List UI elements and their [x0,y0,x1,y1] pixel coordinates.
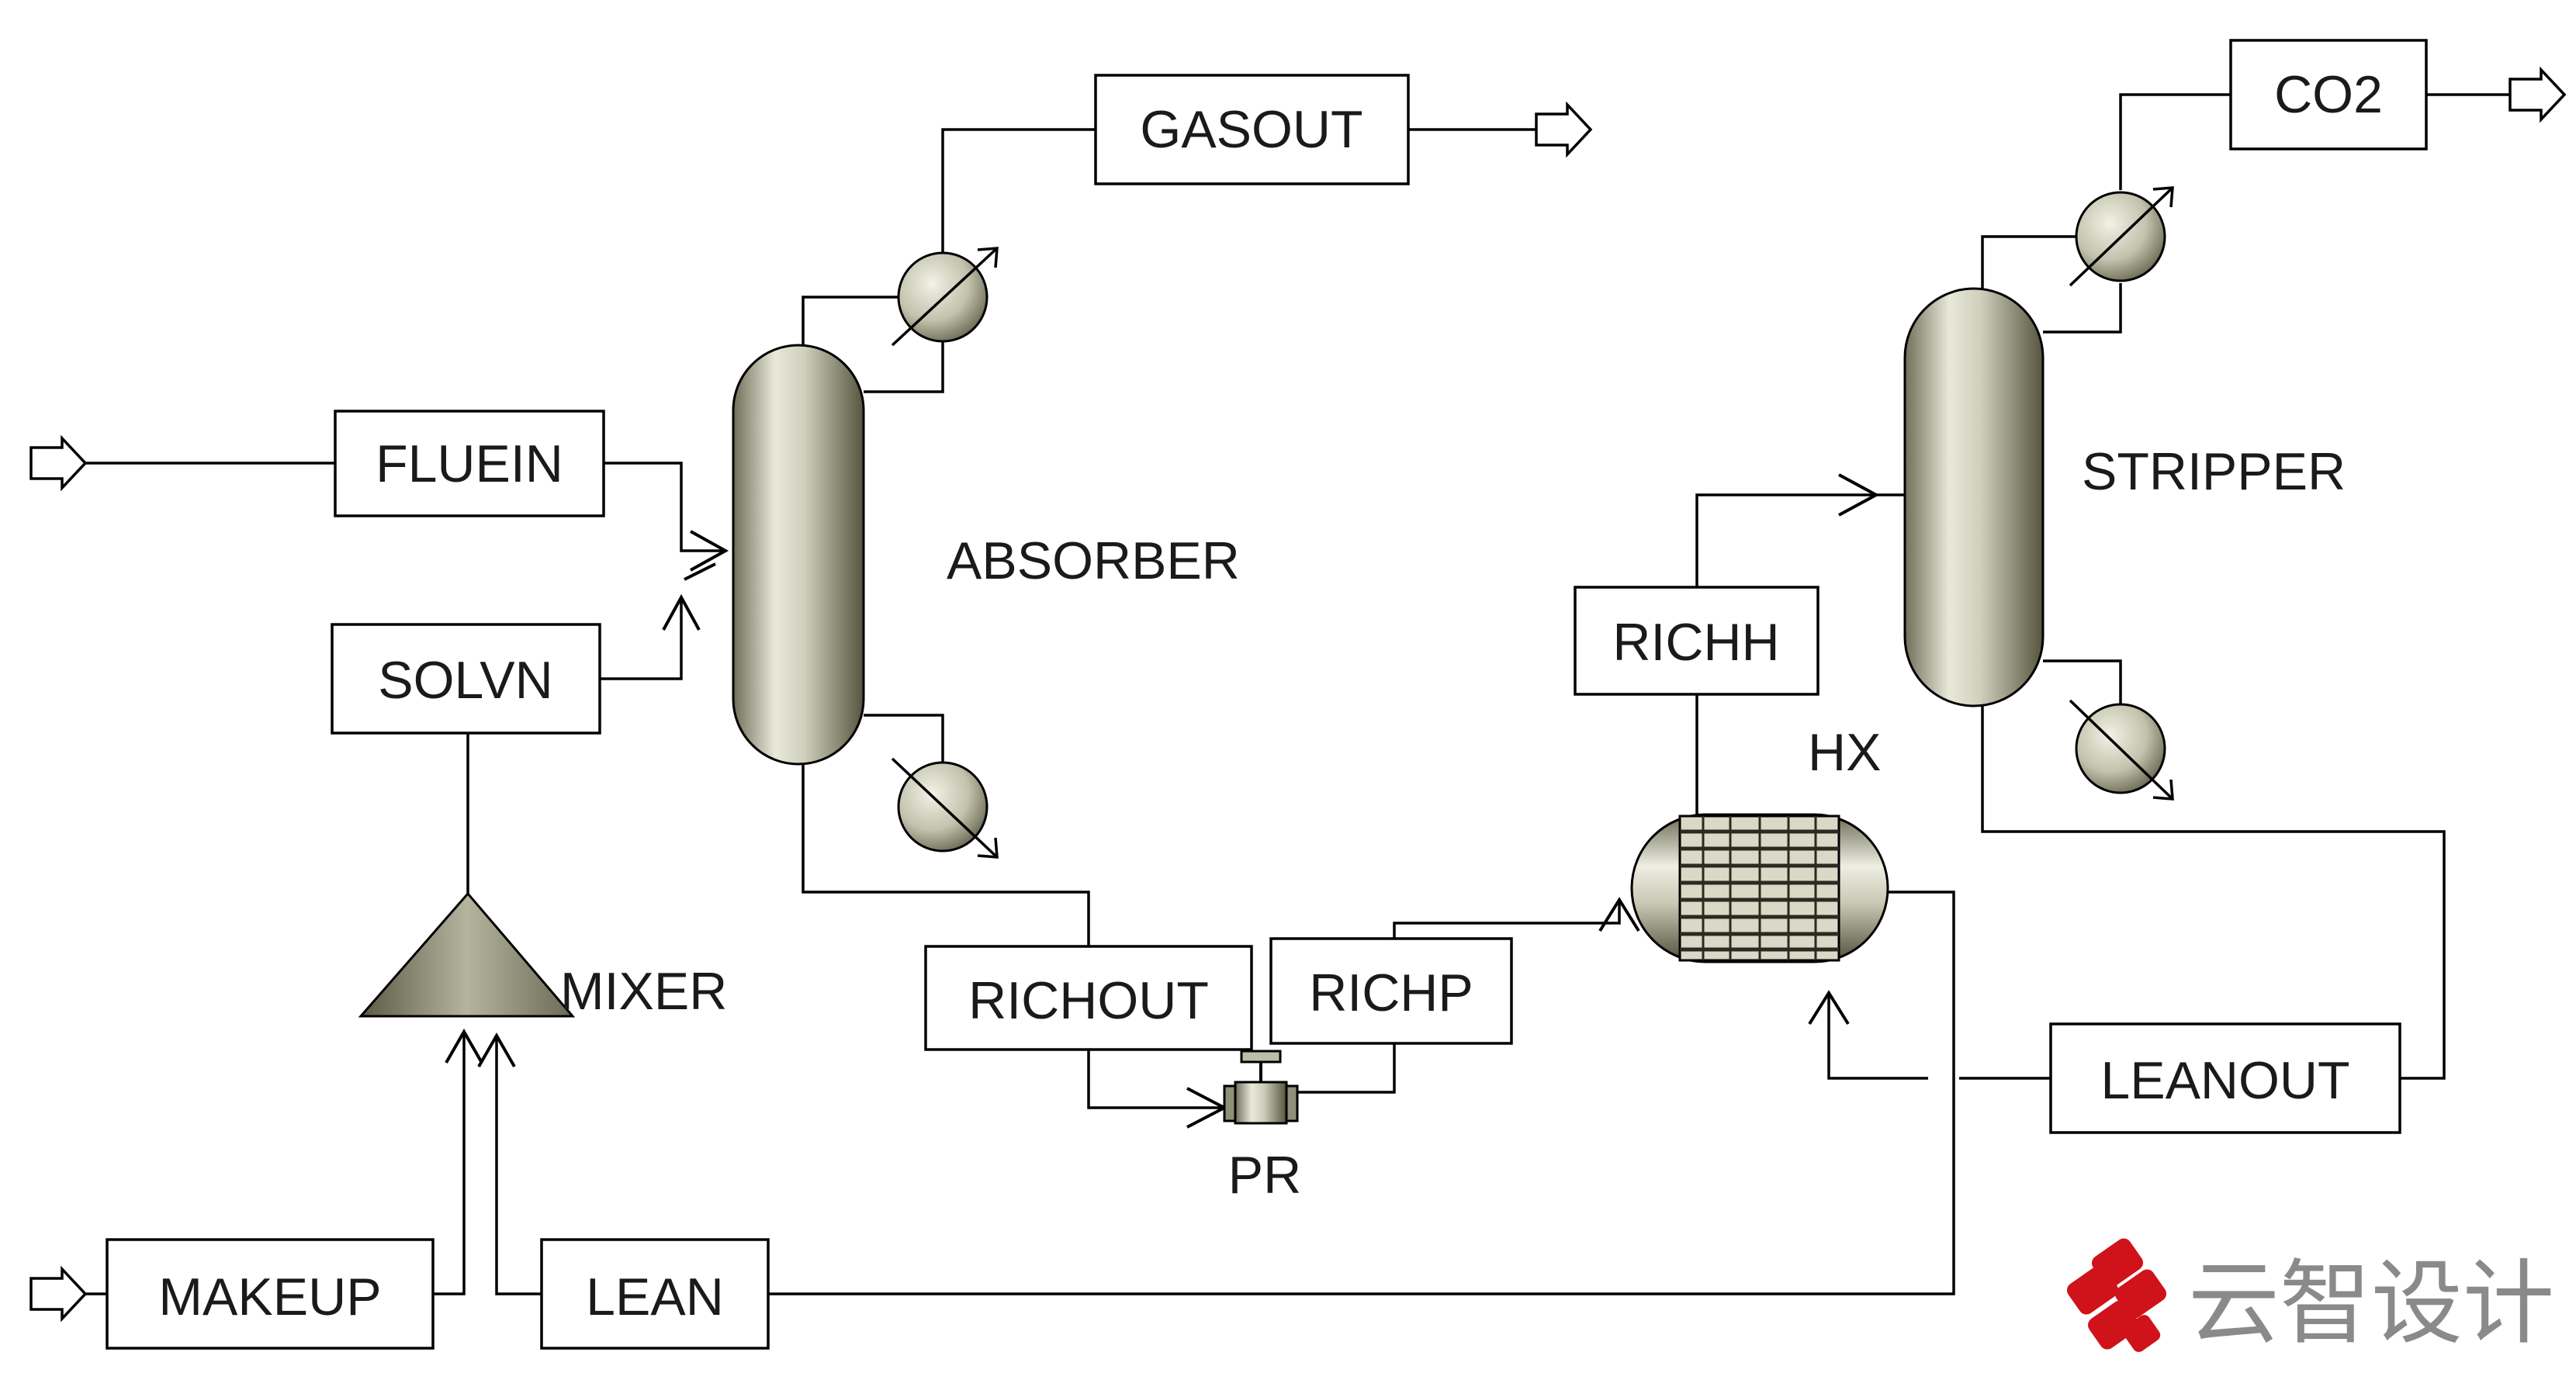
arrowhead-solvn [662,593,701,631]
pressure-valve-icon[interactable] [1223,1050,1299,1125]
stream-label-fluein: FLUEIN [376,434,563,493]
absorber-reboiler-line [864,714,944,764]
stream-box-makeup[interactable]: MAKEUP [106,1238,435,1350]
stream-label-gasout: GASOUT [1140,100,1362,159]
block-label-hx: HX [1808,723,1881,782]
stream-box-lean[interactable]: LEAN [540,1238,770,1350]
absorber-top-line [802,296,902,345]
stream-label-solvn: SOLVN [378,651,552,710]
makeup-feed-arrow-icon [29,1265,88,1323]
richp-to-hx-line [1393,900,1621,939]
stripper-top-line [1981,235,2079,291]
stream-label-richp: RICHP [1309,963,1473,1022]
leanout-to-hx-line-2 [1827,993,1928,1080]
block-label-pr: PR [1228,1146,1301,1205]
stream-box-fluein[interactable]: FLUEIN [334,410,605,517]
stripper-condenser-icon[interactable] [2069,186,2174,287]
stream-box-co2[interactable]: CO2 [2229,39,2428,150]
fluein-feed-arrow-icon [29,434,88,492]
stream-box-gasout[interactable]: GASOUT [1094,74,1410,185]
lean-to-mixer-line [495,1036,542,1295]
mixer-cone-icon[interactable] [358,891,576,1018]
absorber-reflux-line [864,341,944,393]
absorber-column[interactable] [732,344,865,766]
stream-label-lean: LEAN [586,1268,724,1326]
logo-text: 云智设计 [2188,1250,2554,1357]
fluein-to-absorber-line [604,462,725,552]
arrowhead-lean-mixer [477,1032,516,1067]
richout-to-pr-line [1087,1050,1224,1109]
stream-label-leanout: LEANOUT [2100,1051,2349,1110]
absorber-reboiler-icon[interactable] [891,757,999,859]
arrowhead-richh-stripper [1838,473,1880,517]
arrowhead-makeup-mixer [445,1028,483,1064]
stripper-reboiler-line [2043,659,2122,706]
arrowhead-leanout-hx [1808,990,1850,1025]
stream-label-richout: RICHOUT [968,971,1209,1030]
block-label-absorber: ABSORBER [947,531,1240,590]
stream-lines [85,93,2510,1295]
stream-box-leanout[interactable]: LEANOUT [2049,1022,2401,1134]
stripper-bottom-line [1981,690,2446,1080]
absorber-bottom-line [802,764,1090,946]
block-label-mixer: MIXER [560,962,727,1021]
gasout-line [941,128,1096,252]
arrowhead-richp-hx [1598,897,1640,932]
stream-label-makeup: MAKEUP [158,1268,381,1326]
co2-product-arrow-icon [2508,66,2567,123]
stream-box-richh[interactable]: RICHH [1574,586,1819,696]
block-label-stripper: STRIPPER [2082,442,2346,501]
richh-to-stripper-line [1695,493,1905,587]
heat-exchanger-icon[interactable] [1630,813,1889,963]
yunzhi-logo-icon [2066,1238,2167,1352]
terminal-arrows [29,66,2567,1323]
stream-label-co2: CO2 [2274,65,2383,124]
hx-to-lean-line [768,891,1955,1295]
stream-box-richp[interactable]: RICHP [1269,937,1513,1045]
makeup-to-mixer-line [433,1032,466,1295]
stream-label-richh: RICHH [1612,613,1779,672]
stream-box-richout[interactable]: RICHOUT [924,945,1253,1051]
stream-box-solvn[interactable]: SOLVN [331,623,601,735]
stripper-reflux-line [2043,283,2122,334]
gasout-product-arrow-icon [1535,101,1593,158]
absorber-condenser-icon[interactable] [891,247,999,347]
co2-line [2119,93,2231,190]
arrowhead-absorber-side [684,562,716,581]
solvn-to-absorber-line [600,597,683,680]
pr-to-richp-line [1292,1043,1396,1094]
arrowhead-fluein [690,530,729,572]
stripper-reboiler-icon[interactable] [2069,699,2174,801]
stripper-column[interactable] [1903,287,2045,707]
